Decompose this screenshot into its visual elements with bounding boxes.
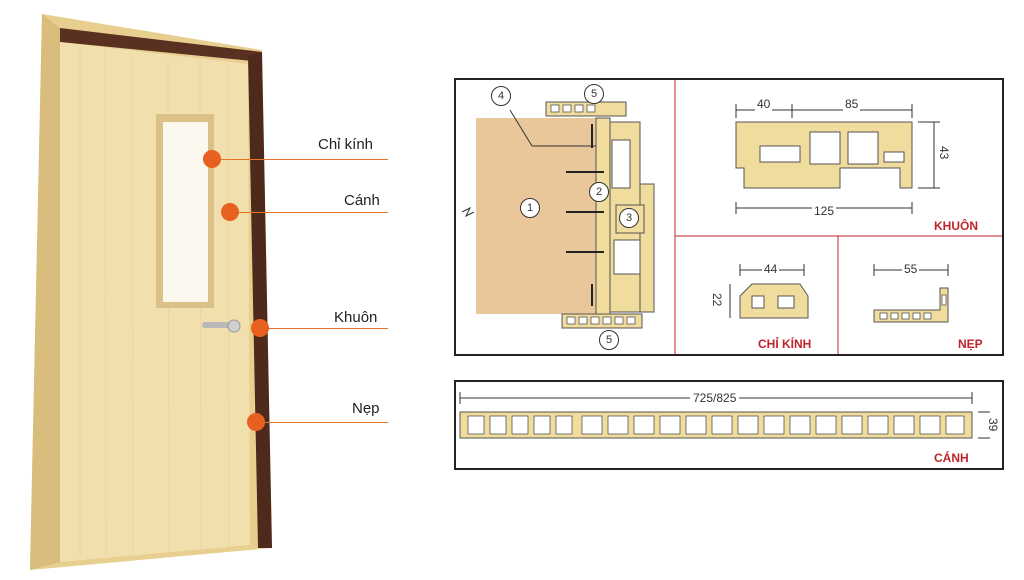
door-handle: [202, 322, 232, 328]
door-illustration: [30, 14, 272, 570]
label-chi-kinh: Chỉ kính: [318, 136, 374, 153]
nep-dim-55: 55: [902, 262, 920, 276]
wood-grain: [79, 48, 230, 558]
section-diagram-panel: [454, 78, 1004, 356]
door-leaf: [60, 42, 250, 562]
section-number-4: 4: [491, 86, 511, 106]
canh-dim-width: 725/825: [690, 391, 740, 405]
canh-title: CÁNH: [934, 451, 969, 465]
section-number-1: 1: [520, 198, 540, 218]
section-number-2: 2: [589, 182, 609, 202]
label-nep: Nẹp: [352, 400, 380, 417]
door-frame-right: [248, 52, 272, 548]
khuon-dim-85: 85: [843, 97, 861, 111]
callout-line-chi-kinh: [212, 159, 388, 160]
khuon-title: KHUÔN: [934, 219, 978, 233]
section-number-5-top: 5: [584, 84, 604, 104]
door-handle-rose: [227, 319, 241, 333]
callout-dot-khuon: [251, 319, 269, 337]
chi-kinh-dim-22: 22: [710, 293, 724, 307]
khuon-dim-43: 43: [937, 146, 951, 160]
callout-line-canh: [230, 212, 388, 213]
callout-dot-canh: [221, 203, 239, 221]
label-canh: Cánh: [344, 192, 380, 209]
nep-title: NẸP: [958, 337, 983, 351]
label-khuon: Khuôn: [334, 309, 378, 326]
door-frame-top: [60, 28, 262, 62]
callout-dot-nep: [247, 413, 265, 431]
canh-dim-39: 39: [986, 418, 1000, 432]
callout-line-khuon: [260, 328, 388, 329]
khuon-dim-125: 125: [812, 204, 837, 218]
khuon-dim-40: 40: [755, 97, 773, 111]
callout-line-nep: [256, 422, 388, 423]
window-glass: [163, 122, 208, 302]
door-frame-left: [30, 14, 60, 570]
callout-dot-chi-kinh: [203, 150, 221, 168]
chi-kinh-dim-44: 44: [762, 262, 780, 276]
chi-kinh-title: CHỈ KÍNH: [758, 337, 812, 351]
section-number-5-bottom: 5: [599, 330, 619, 350]
section-number-3: 3: [619, 208, 639, 228]
